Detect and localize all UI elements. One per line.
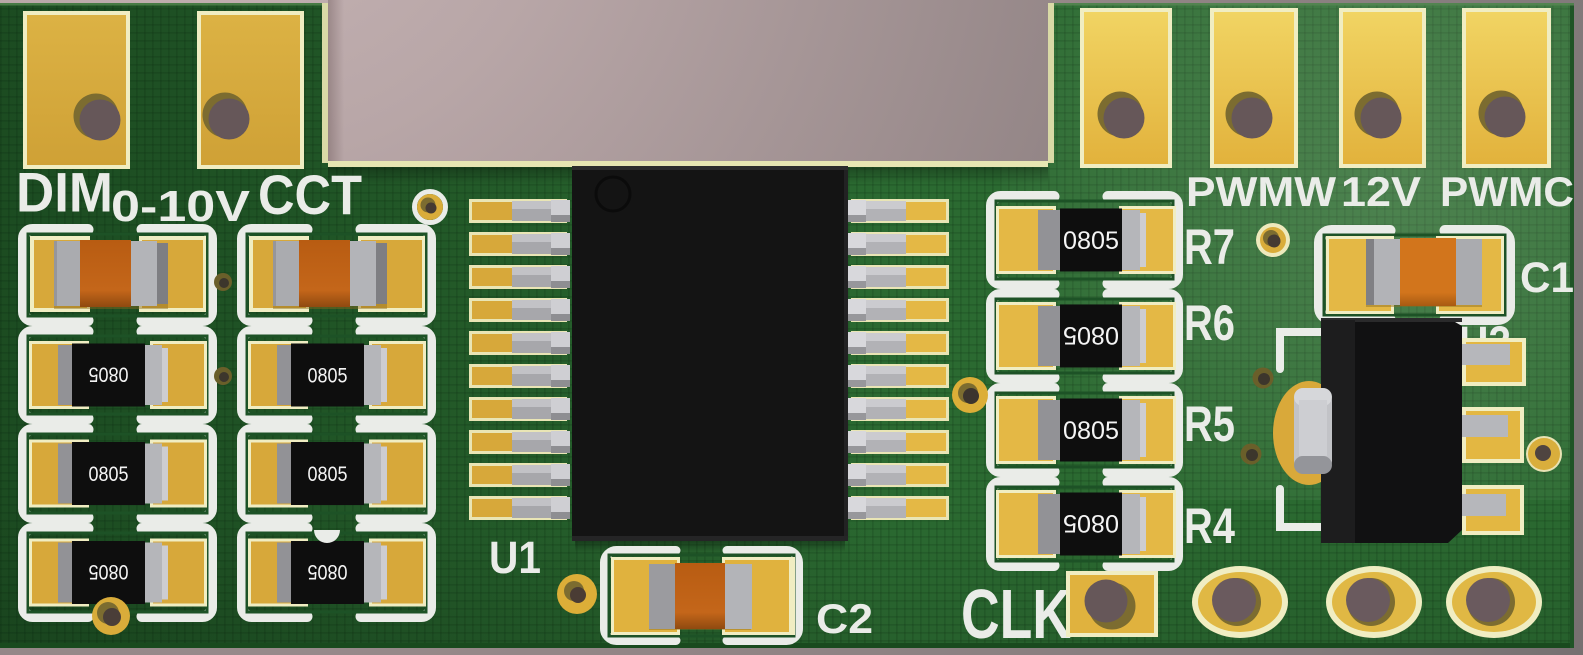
svg-text:CCT: CCT: [258, 163, 362, 226]
svg-text:12V: 12V: [1341, 168, 1421, 215]
svg-text:0-10V: 0-10V: [111, 182, 251, 231]
svg-text:0805: 0805: [308, 560, 348, 583]
svg-text:0805: 0805: [308, 463, 348, 486]
svg-text:PWMW: PWMW: [1186, 168, 1336, 215]
svg-text:0805: 0805: [1063, 227, 1119, 255]
svg-text:R6: R6: [1184, 295, 1235, 351]
svg-text:0805: 0805: [308, 365, 348, 388]
svg-text:0805: 0805: [89, 362, 129, 385]
svg-text:C2: C2: [816, 595, 873, 642]
svg-text:R4: R4: [1184, 498, 1235, 554]
svg-text:0805: 0805: [1063, 509, 1119, 537]
svg-text:R5: R5: [1184, 396, 1235, 452]
svg-text:DIM: DIM: [16, 161, 113, 224]
svg-text:0805: 0805: [1063, 417, 1119, 445]
svg-text:PWMC: PWMC: [1440, 168, 1574, 215]
svg-text:0805: 0805: [89, 463, 129, 486]
svg-text:0805: 0805: [89, 560, 129, 583]
svg-text:R7: R7: [1184, 219, 1235, 275]
svg-text:U1: U1: [489, 532, 541, 583]
svg-text:0805: 0805: [1063, 321, 1119, 349]
svg-text:C1: C1: [1520, 254, 1574, 302]
svg-text:CLK: CLK: [961, 575, 1071, 653]
